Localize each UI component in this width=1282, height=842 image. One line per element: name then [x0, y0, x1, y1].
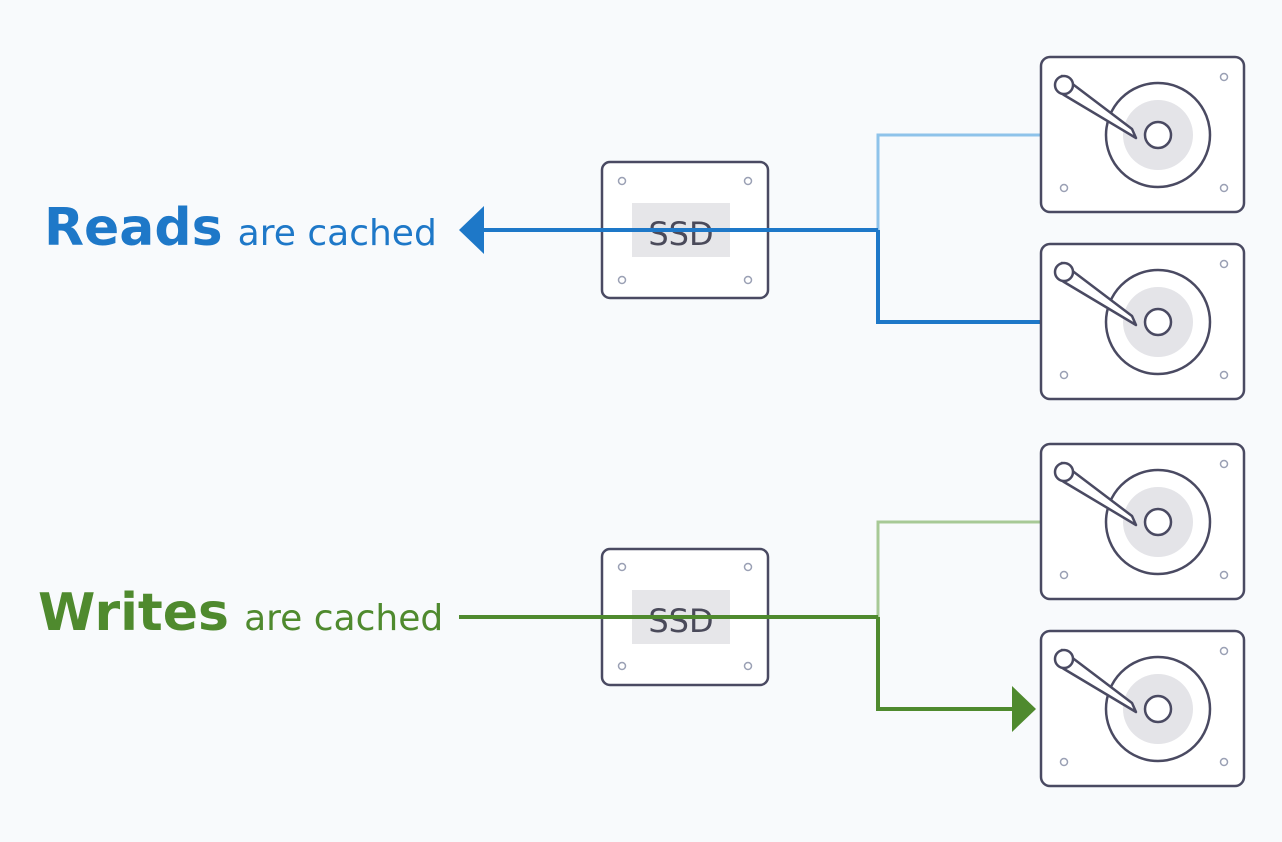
- hdd-screw: [1219, 757, 1229, 767]
- reads-label-strong: Reads: [44, 198, 223, 258]
- reads-label-rest: are cached: [238, 213, 437, 254]
- writes-label-strong: Writes: [38, 583, 229, 643]
- hdd-arm-pivot: [1053, 648, 1075, 670]
- hdd-screw: [1219, 570, 1229, 580]
- reads-connectors: [459, 133, 1040, 324]
- reads-label: Reads are cached: [44, 198, 437, 258]
- reads-arrowhead: [459, 206, 484, 254]
- hdd-arm-pivot: [1053, 461, 1075, 483]
- reads-line-hdd2: [876, 230, 1040, 324]
- hdd-spindle: [1143, 307, 1173, 337]
- writes-label-rest: are cached: [244, 598, 443, 639]
- writes-arrowhead: [1012, 686, 1036, 732]
- writes-label: Writes are cached: [38, 583, 443, 643]
- hdd-spindle: [1143, 507, 1173, 537]
- reads-line-hdd1: [876, 133, 1040, 230]
- hdd-spindle: [1143, 120, 1173, 150]
- hdd-screw: [1059, 757, 1069, 767]
- writes-line-hdd4: [876, 617, 1014, 711]
- hdd-arm-pivot: [1053, 261, 1075, 283]
- hdd-screw: [1059, 183, 1069, 193]
- hdd-screw: [1219, 72, 1229, 82]
- hdd-screw: [1059, 570, 1069, 580]
- hard-drive-1: [1039, 55, 1246, 214]
- hdd-screw: [1219, 183, 1229, 193]
- hdd-arm-pivot: [1053, 74, 1075, 96]
- hdd-spindle: [1143, 694, 1173, 724]
- hard-drive-3: [1039, 442, 1246, 601]
- ssd-label-writes: SSD: [648, 602, 713, 640]
- hard-drive-2: [1039, 242, 1246, 401]
- ssd-label-reads: SSD: [648, 215, 713, 253]
- hdd-screw: [1219, 646, 1229, 656]
- hdd-screw: [1219, 459, 1229, 469]
- writes-section: Writes are cached SSD: [38, 520, 1040, 732]
- hdd-screw: [1219, 370, 1229, 380]
- ssd-drive-writes: SSD: [600, 547, 770, 687]
- hdd-screw: [1219, 259, 1229, 269]
- hard-drive-4: [1039, 629, 1246, 788]
- hard-drives: [1039, 55, 1246, 788]
- writes-connectors: [459, 520, 1040, 732]
- hdd-screw: [1059, 370, 1069, 380]
- writes-line-hdd3: [876, 520, 1040, 617]
- reads-section: Reads are cached SSD: [44, 133, 1040, 324]
